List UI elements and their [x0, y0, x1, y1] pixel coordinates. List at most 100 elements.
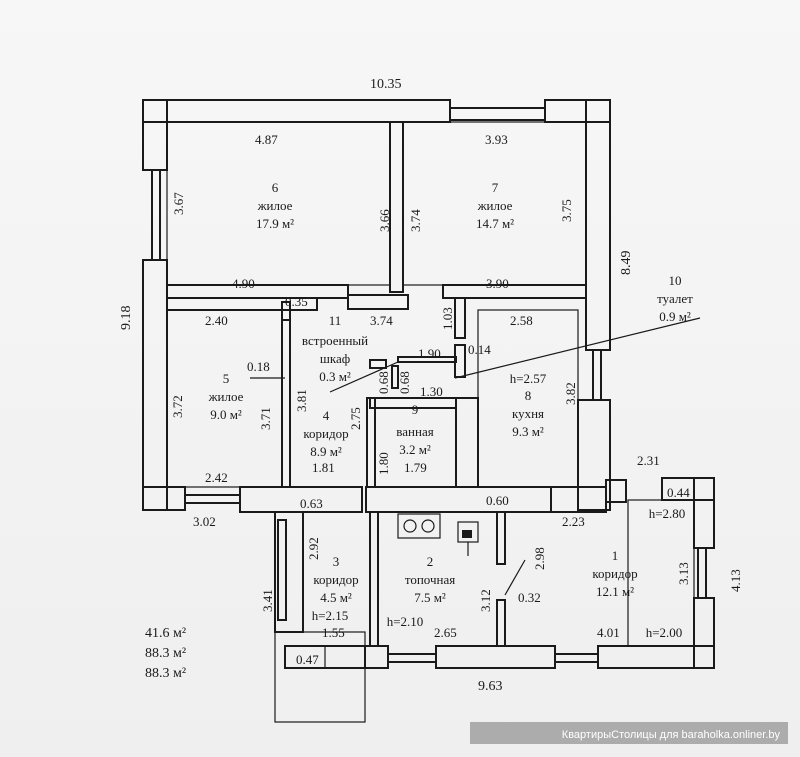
wall-r2-right2 — [496, 599, 506, 647]
dim-r9-bottom: 1.79 — [404, 460, 427, 475]
room-11-number: 11 — [329, 313, 342, 328]
wall-closet — [347, 294, 409, 310]
wall-r1-right — [693, 477, 715, 549]
wall-bottom-left — [142, 486, 186, 511]
dim-r7-mid: 3.74 — [408, 209, 423, 232]
dim-r3-bottom: 1.55 — [322, 625, 345, 640]
dim-r5-w: 0.18 — [247, 359, 270, 374]
door-swing-icon — [504, 559, 526, 596]
dim-r5-bottom: 2.42 — [205, 470, 228, 485]
dim-r7-bottom: 3.90 — [486, 276, 509, 291]
dim-r7-right: 3.75 — [559, 199, 574, 222]
dim-r5-left: 3.72 — [170, 395, 185, 418]
dim-toilet-h: 1.03 — [440, 307, 455, 330]
room-labels: 6 жилое 17.9 м² 7 жилое 14.7 м² 11 встро… — [208, 180, 694, 640]
room-11-name2: шкаф — [320, 351, 350, 366]
window-r1-bottom — [554, 653, 599, 663]
window-right — [592, 349, 602, 401]
stove-burner-icon — [421, 519, 435, 533]
wall-top-right — [544, 99, 611, 123]
window-r2-bottom — [387, 653, 437, 663]
dim-r4-bottom: 1.81 — [312, 460, 335, 475]
window-left — [151, 169, 161, 261]
room-7-name: жилое — [477, 198, 513, 213]
dim-401: 4.01 — [597, 625, 620, 640]
room-8-area: 9.3 м² — [512, 424, 544, 439]
dim-047: 0.47 — [296, 652, 319, 667]
room-6-outline — [166, 121, 391, 286]
dim-r6-mid: 3.66 — [377, 209, 392, 232]
room-4-area: 8.9 м² — [310, 444, 342, 459]
walls — [142, 99, 715, 723]
room-4-number: 4 — [323, 408, 330, 423]
room-1-right — [627, 499, 695, 647]
wall-r1-bottom — [597, 645, 715, 669]
wall-right-upper — [585, 99, 611, 351]
room-10-area: 0.9 м² — [659, 309, 691, 324]
boiler-panel-icon — [462, 530, 472, 538]
dim-231: 2.31 — [637, 453, 660, 468]
dim-014: 0.14 — [468, 342, 491, 357]
stove-burner-icon — [403, 519, 417, 533]
wall-bath-right — [455, 397, 479, 488]
dim-060: 0.60 — [486, 493, 509, 508]
room-2-height: h=2.10 — [387, 614, 424, 629]
room-6-name: жилое — [257, 198, 293, 213]
dim-r5-top: 2.40 — [205, 313, 228, 328]
room-6-area: 17.9 м² — [256, 216, 294, 231]
dim-r8-top: 2.58 — [510, 313, 533, 328]
watermark-bg — [470, 722, 788, 744]
dim-180: 1.80 — [376, 452, 391, 475]
wall-corner — [364, 645, 389, 669]
toilet-bottom — [397, 356, 457, 363]
room-1-number: 1 — [612, 548, 619, 563]
dim-413: 4.13 — [728, 569, 743, 592]
room-3-name: коридор — [313, 572, 358, 587]
stove-icon — [397, 513, 441, 539]
closet-partition — [369, 359, 387, 369]
window-r1 — [697, 547, 707, 599]
room-11-name: встроенный — [302, 333, 368, 348]
dim-bottom-total: 9.63 — [478, 679, 503, 694]
watermark: КвартирыСтолицы для baraholka.onliner.by — [562, 729, 781, 741]
dim-top-total: 10.35 — [370, 77, 402, 92]
room-3-height: h=2.15 — [312, 608, 349, 623]
room-9-area: 3.2 м² — [399, 442, 431, 457]
dim-r5-right: 3.71 — [258, 407, 273, 430]
room-8-outline — [477, 309, 579, 488]
room-5-number: 5 — [223, 371, 230, 386]
room-5-area: 9.0 м² — [210, 407, 242, 422]
dim-312: 3.12 — [478, 589, 493, 612]
room-2-name: топочная — [405, 572, 455, 587]
room-5-name: жилое — [208, 389, 244, 404]
room-2-number: 2 — [427, 554, 434, 569]
room-6-number: 6 — [272, 180, 279, 195]
dim-190: 1.90 — [418, 346, 441, 361]
porch-step — [284, 645, 326, 669]
wall-left-lower — [142, 259, 168, 511]
wall-r6-bottom — [166, 284, 349, 299]
dim-068a: 0.68 — [376, 371, 391, 394]
fixtures — [397, 513, 526, 596]
dim-closet-w: 0.35 — [285, 294, 308, 309]
wall-left-upper — [142, 99, 168, 171]
room-1-area: 12.1 м² — [596, 584, 634, 599]
dimension-labels: 10.35 4.87 3.93 3.67 3.66 3.74 3.75 8.49… — [119, 77, 743, 694]
dim-corr-top: 3.74 — [370, 313, 393, 328]
room-4-name: коридор — [303, 426, 348, 441]
dim-corr-left: 3.81 — [294, 389, 309, 412]
wall-r7-bottom — [442, 284, 587, 299]
wall-bottom-center — [365, 486, 552, 513]
room-8-number: 8 — [525, 388, 532, 403]
dim-r8-right: 3.82 — [563, 382, 578, 405]
bath-left — [366, 397, 376, 488]
room-7-number: 7 — [492, 180, 499, 195]
leader-toilet — [454, 317, 701, 379]
summary-line-3: 88.3 м² — [145, 666, 186, 681]
dim-130: 1.30 — [420, 384, 443, 399]
room-9-number: 9 — [412, 402, 419, 417]
room-3-number: 3 — [333, 554, 340, 569]
window-r3 — [277, 519, 287, 621]
room-1-height2: h=2.00 — [646, 625, 683, 640]
